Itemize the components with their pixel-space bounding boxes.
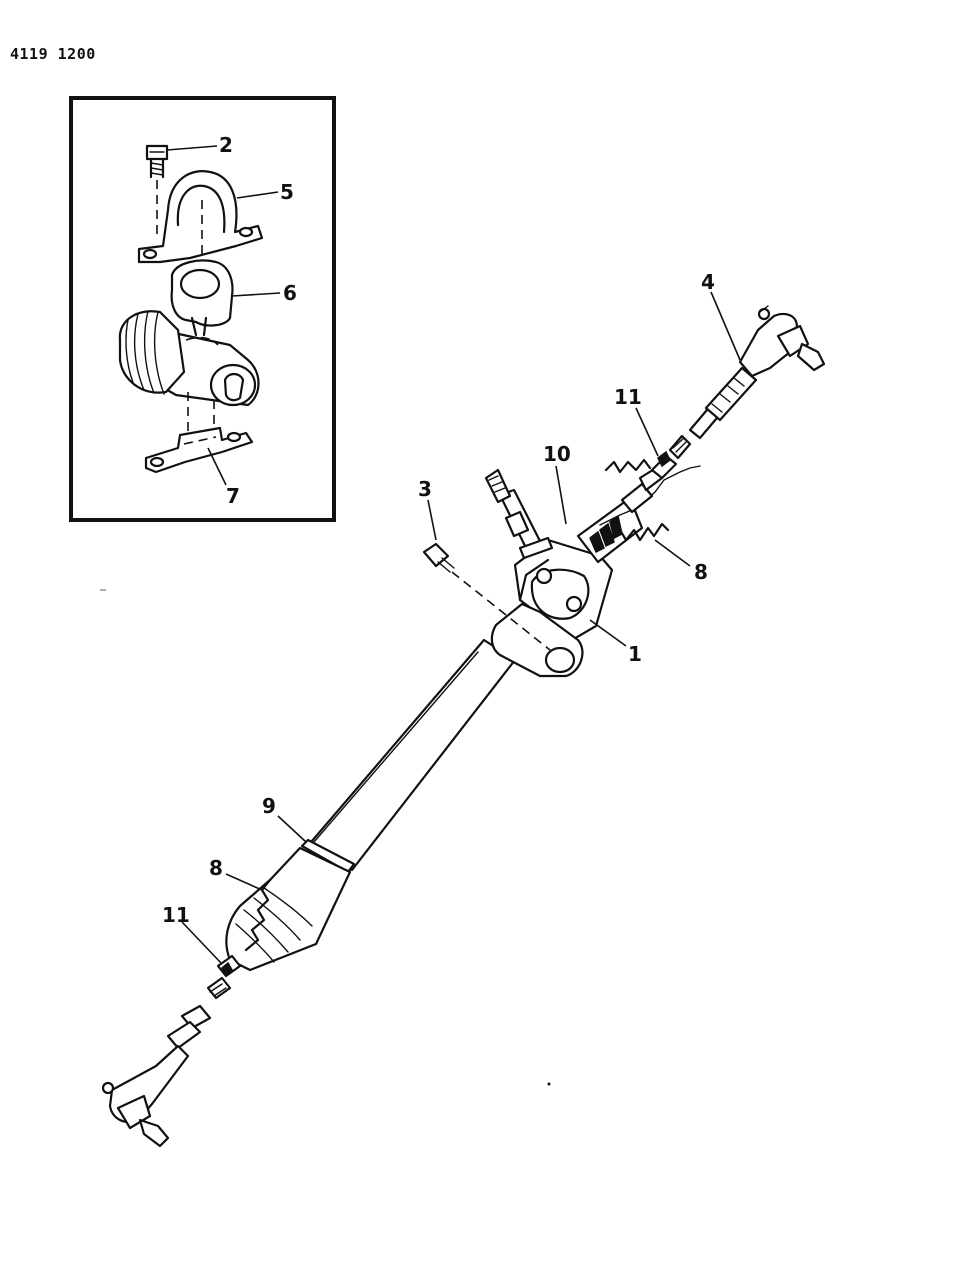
leader-line: [710, 291, 741, 361]
leader-line: [181, 921, 223, 965]
lower-clamp: [144, 426, 254, 474]
leader-line: [654, 539, 691, 567]
bolt-icon: [422, 542, 455, 573]
rack-housing-detail: [118, 310, 260, 440]
rack-and-pinion-assembly: [101, 291, 826, 1148]
callout-11-lower: 11: [162, 903, 190, 927]
leader-line: [635, 407, 659, 457]
callout-7: 7: [226, 484, 240, 508]
gear-housing: [490, 538, 614, 678]
lower-boot: [225, 846, 352, 972]
inset-frame: [69, 96, 336, 522]
callout-6: 6: [283, 281, 297, 305]
callout-8-lower: 8: [209, 856, 223, 880]
callout-labels: 2 5 6 7 4 11 10 3 8 1 9 8 11: [162, 133, 715, 927]
insulator: [170, 259, 234, 337]
callout-9: 9: [262, 794, 276, 818]
callout-5: 5: [280, 180, 294, 204]
bolt-icon: [145, 144, 169, 179]
callout-3: 3: [418, 477, 432, 501]
callout-11-upper: 11: [614, 385, 642, 409]
pinion-shaft: [484, 468, 554, 560]
callout-2: 2: [219, 133, 233, 157]
leader-line: [225, 873, 263, 891]
leader-line: [589, 619, 627, 647]
leader-line: [427, 499, 437, 541]
callout-1: 1: [628, 642, 642, 666]
page-id: 4119 1200: [10, 45, 96, 63]
upper-tie-rod: [650, 305, 826, 480]
leader-line: [555, 465, 567, 525]
callout-10: 10: [543, 442, 571, 466]
rack-tube: [304, 638, 517, 872]
callout-4: 4: [701, 270, 715, 294]
leader-line: [277, 815, 307, 843]
lower-tie-rod: [101, 954, 242, 1148]
upper-clamp: [137, 170, 264, 264]
inset-detail: [69, 96, 336, 522]
callout-8-upper: 8: [694, 560, 708, 584]
upper-boot: [576, 458, 701, 564]
